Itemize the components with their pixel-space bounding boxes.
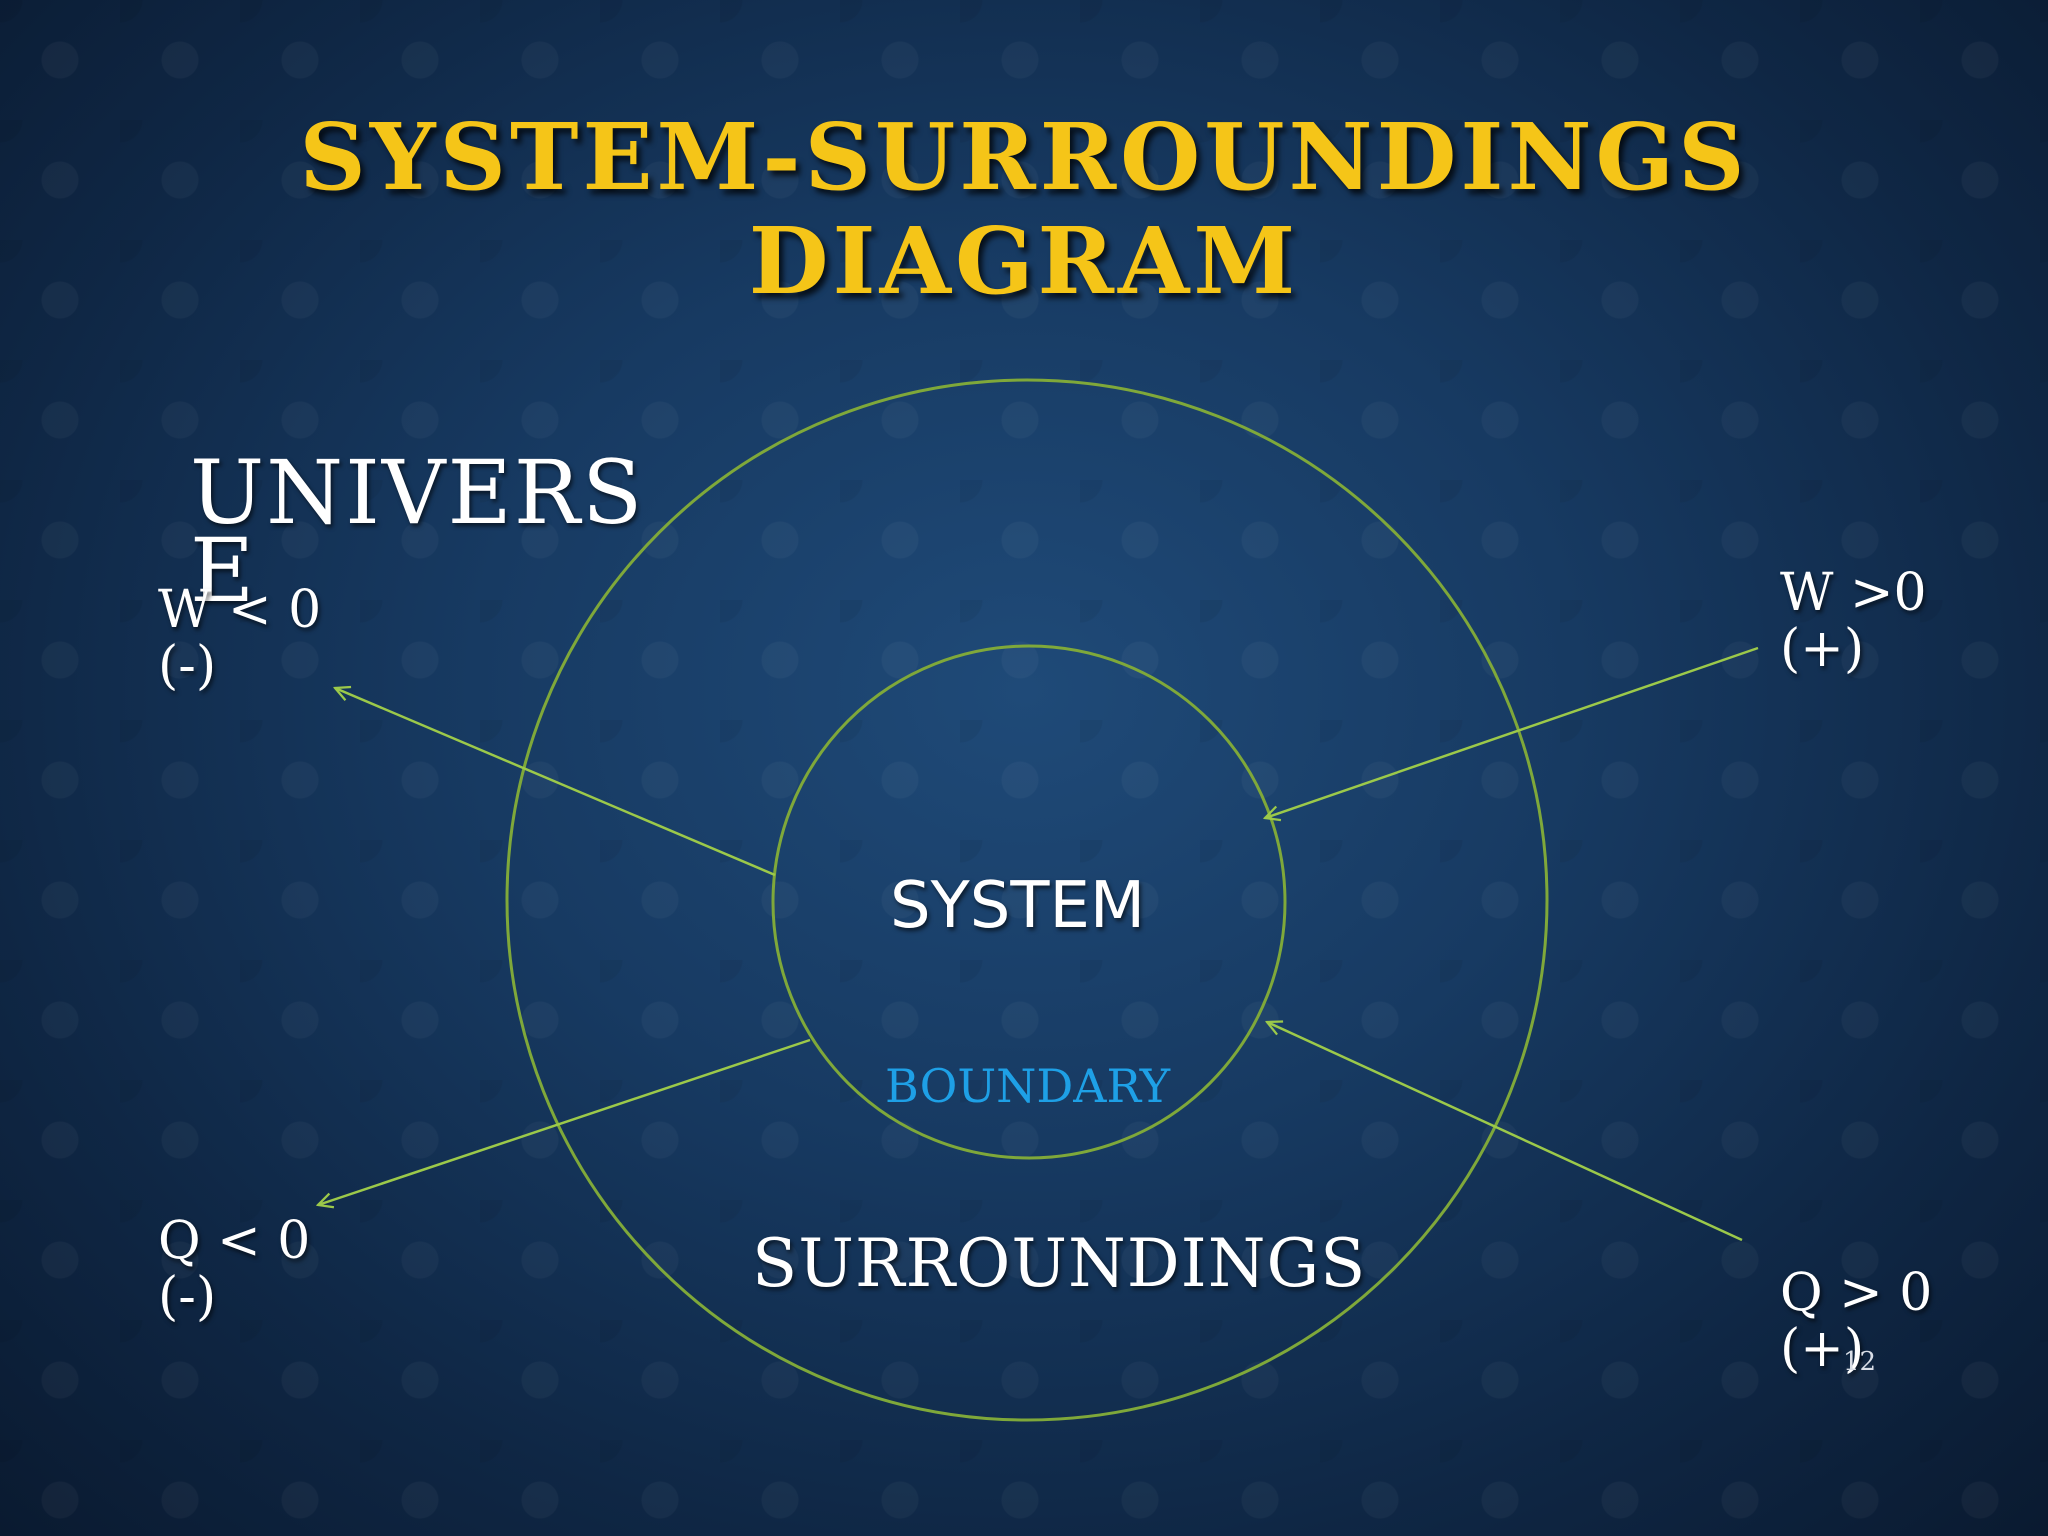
title-line-2: DIAGRAM bbox=[748, 207, 1300, 315]
work-negative-text: W < 0 bbox=[158, 580, 322, 640]
universe-label-line-1: UNIVERS bbox=[190, 441, 645, 544]
heat-positive-label: Q > 0 (+) bbox=[1780, 1265, 1932, 1377]
work-in-arrow bbox=[1265, 646, 1759, 818]
boundary-label: BOUNDARY bbox=[885, 1059, 1171, 1113]
heat-out-arrow bbox=[318, 1038, 811, 1205]
heat-negative-sign: (-) bbox=[158, 1267, 217, 1327]
heat-in-arrow bbox=[1267, 1022, 1743, 1242]
heat-positive-text: Q > 0 bbox=[1780, 1263, 1933, 1323]
work-negative-label: W < 0 (-) bbox=[158, 582, 321, 694]
title-line-1: SYSTEM-SURROUNDINGS bbox=[299, 103, 1749, 211]
system-label: SYSTEM bbox=[890, 869, 1146, 943]
slide-number: 12 bbox=[1843, 1347, 1877, 1377]
universe-label-line-2: E bbox=[190, 519, 257, 622]
surroundings-label: SURROUNDINGS bbox=[752, 1225, 1367, 1302]
work-positive-text: W >0 bbox=[1780, 563, 1927, 623]
work-positive-sign: (+) bbox=[1780, 619, 1865, 679]
heat-negative-label: Q < 0 (-) bbox=[158, 1213, 310, 1325]
universe-label: UNIVERS E bbox=[190, 445, 644, 619]
surroundings-circle bbox=[505, 378, 1549, 1422]
system-boundary-circle bbox=[771, 644, 1287, 1160]
work-negative-sign: (-) bbox=[158, 636, 217, 696]
work-positive-label: W >0 (+) bbox=[1780, 565, 1927, 677]
slide-title: SYSTEM-SURROUNDINGS DIAGRAM bbox=[0, 105, 2048, 313]
work-out-arrow bbox=[335, 688, 776, 877]
heat-positive-sign: (+) bbox=[1780, 1319, 1865, 1379]
heat-negative-text: Q < 0 bbox=[158, 1211, 311, 1271]
